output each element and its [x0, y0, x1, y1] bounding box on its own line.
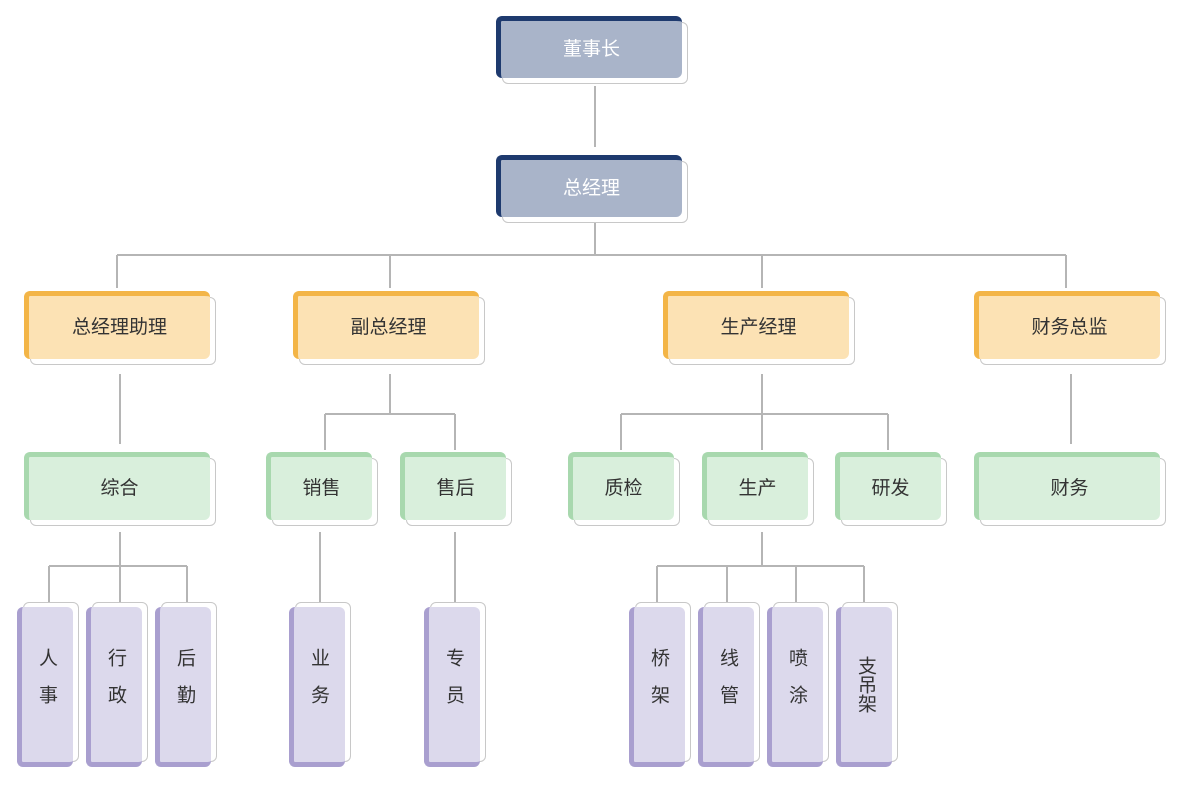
node-chairman: 董事长 [496, 16, 688, 84]
node-bridge: 桥架 [629, 602, 691, 767]
node-finance-label: 财务 [1050, 476, 1089, 499]
node-pipe: 线管 [698, 602, 760, 767]
node-logistics-label: 后勤 [174, 647, 196, 722]
node-production-label: 生产 [738, 476, 777, 499]
node-hanger: 支吊架 [836, 602, 898, 767]
node-finance-director-label: 财务总监 [1031, 315, 1108, 338]
node-deputy-label: 副总经理 [350, 315, 427, 338]
node-after-sales: 售后 [400, 452, 512, 526]
node-general: 综合 [24, 452, 216, 526]
node-finance: 财务 [974, 452, 1166, 526]
node-qc-label: 质检 [604, 476, 643, 499]
node-business: 业务 [289, 602, 351, 767]
node-general-label: 综合 [100, 476, 139, 499]
node-chairman-label: 董事长 [562, 37, 620, 60]
node-production-manager: 生产经理 [663, 291, 855, 365]
node-hr-label: 人事 [36, 647, 58, 722]
node-specialist-label: 专员 [443, 647, 465, 722]
node-spray: 喷涂 [767, 602, 829, 767]
node-assistant-label: 总经理助理 [71, 315, 167, 338]
node-production-manager-label: 生产经理 [720, 315, 797, 338]
node-rnd-label: 研发 [871, 476, 910, 499]
node-deputy: 副总经理 [293, 291, 485, 365]
node-bridge-label: 桥架 [648, 647, 670, 722]
node-sales: 销售 [266, 452, 378, 526]
node-finance-director: 财务总监 [974, 291, 1166, 365]
node-after-sales-label: 售后 [436, 476, 475, 499]
node-admin-label: 行政 [105, 647, 127, 722]
node-hr: 人事 [17, 602, 79, 767]
node-production: 生产 [702, 452, 814, 526]
node-general-manager-label: 总经理 [562, 176, 620, 199]
node-assistant: 总经理助理 [24, 291, 216, 365]
node-general-manager: 总经理 [496, 155, 688, 223]
node-spray-label: 喷涂 [786, 647, 808, 722]
node-specialist: 专员 [424, 602, 486, 767]
node-admin: 行政 [86, 602, 148, 767]
node-hanger-label: 支吊架 [855, 656, 877, 713]
node-qc: 质检 [568, 452, 680, 526]
node-rnd: 研发 [835, 452, 947, 526]
node-logistics: 后勤 [155, 602, 217, 767]
node-pipe-label: 线管 [717, 647, 739, 722]
node-business-label: 业务 [308, 647, 330, 722]
node-sales-label: 销售 [302, 476, 341, 499]
